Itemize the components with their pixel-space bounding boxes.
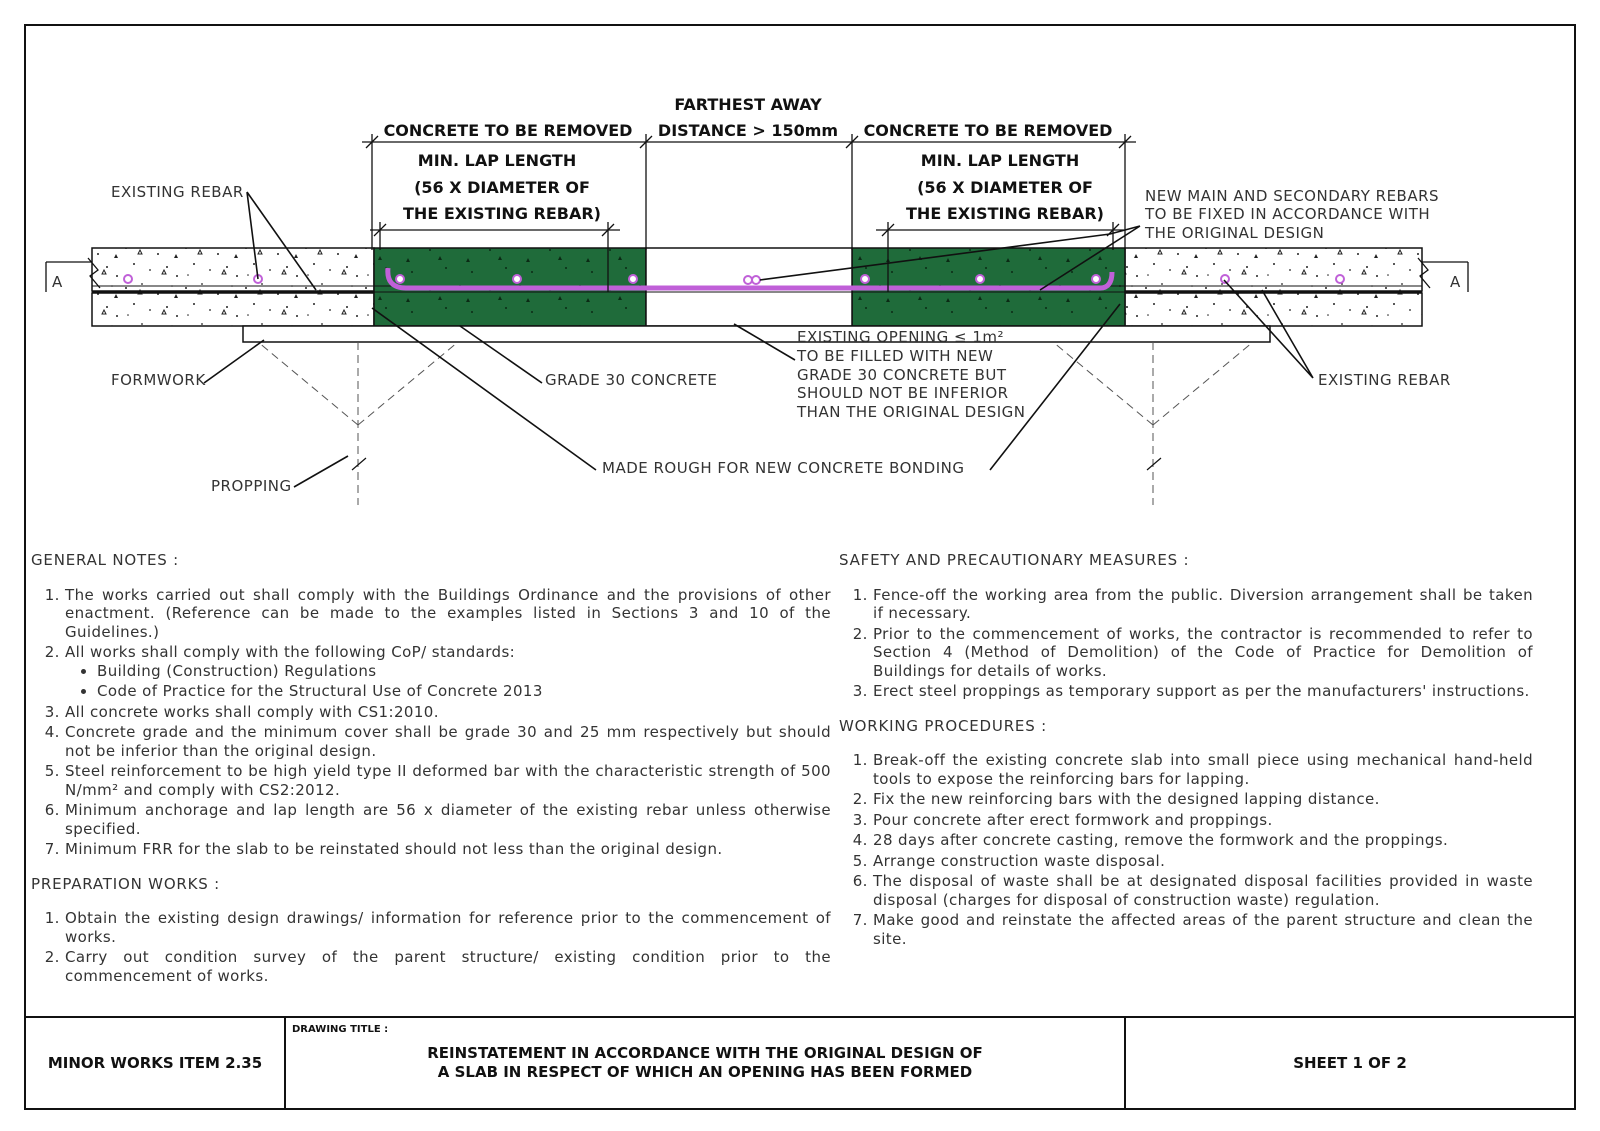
label-farthest-line1: FARTHEST AWAY [674,95,822,114]
label-lap-left-2: (56 X DIAMETER OF [414,178,590,197]
label-new-rebars-2: TO BE FIXED IN ACCORDANCE WITH [1144,205,1430,223]
existing-slab-left-bottom [91,292,375,327]
label-farthest-line2: DISTANCE > 150mm [658,121,838,140]
drawing-title-cell: DRAWING TITLE : REINSTATEMENT IN ACCORDA… [286,1018,1126,1108]
label-opening-3: GRADE 30 CONCRETE BUT [797,366,1007,384]
label-new-rebars-1: NEW MAIN AND SECONDARY REBARS [1145,187,1439,205]
leader-lines [203,191,1314,488]
procedure-item-3: Pour concrete after erect formwork and p… [873,811,1533,830]
procedure-item-7: Make good and reinstate the affected are… [873,911,1533,948]
procedure-item-4: 28 days after concrete casting, remove t… [873,831,1533,850]
drawing-title-line2: A SLAB IN RESPECT OF WHICH AN OPENING HA… [437,1063,973,1081]
general-note-2: All works shall comply with the followin… [65,643,831,701]
label-opening-5: THAN THE ORIGINAL DESIGN [796,403,1026,421]
preparation-works-heading: PREPARATION WORKS : [31,874,221,893]
sheet-number-cell: SHEET 1 OF 2 [1126,1018,1574,1108]
safety-item-1: Fence-off the working area from the publ… [873,586,1533,623]
formwork [242,325,1271,343]
label-opening-4: SHOULD NOT BE INFERIOR [797,384,1009,402]
general-note-5: Steel reinforcement to be high yield typ… [65,762,831,799]
label-lap-left-1: MIN. LAP LENGTH [418,151,576,170]
general-note-4: Concrete grade and the minimum cover sha… [65,723,831,760]
sheet-number: SHEET 1 OF 2 [1293,1054,1407,1072]
label-concrete-removed-right: CONCRETE TO BE REMOVED [864,121,1113,140]
label-lap-right-1: MIN. LAP LENGTH [921,151,1079,170]
label-concrete-removed-left: CONCRETE TO BE REMOVED [384,121,633,140]
minor-works-item-cell: MINOR WORKS ITEM 2.35 [26,1018,286,1108]
general-note-7: Minimum FRR for the slab to be reinstate… [65,840,831,859]
title-block: MINOR WORKS ITEM 2.35 DRAWING TITLE : RE… [24,1016,1576,1110]
section-marker-a-left: A [52,273,63,291]
label-opening-2: TO BE FILLED WITH NEW [796,347,993,365]
standard-item: Building (Construction) Regulations [97,662,831,681]
label-existing-rebar-right: EXISTING REBAR [1318,371,1451,389]
minor-works-item: MINOR WORKS ITEM 2.35 [47,1054,263,1072]
drawing-title-line1: REINSTATEMENT IN ACCORDANCE WITH THE ORI… [427,1044,983,1062]
slab-section-diagram: A A [45,95,1469,505]
rebar-dots [123,274,1345,285]
new-rebar [385,267,1115,291]
safety-heading: SAFETY AND PRECAUTIONARY MEASURES : [839,551,1190,569]
general-notes-heading: GENERAL NOTES : [31,551,180,569]
safety-item-3: Erect steel proppings as temporary suppo… [873,682,1533,701]
label-made-rough: MADE ROUGH FOR NEW CONCRETE BONDING [602,459,964,477]
label-existing-rebar-left: EXISTING REBAR [111,183,244,201]
preparation-works-list: Obtain the existing design drawings/ inf… [31,909,831,985]
notes-left-column: GENERAL NOTES : The works carried out sh… [31,551,831,1001]
notes-right-column: SAFETY AND PRECAUTIONARY MEASURES : Fenc… [839,551,1533,964]
general-note-1: The works carried out shall comply with … [65,586,831,642]
working-procedures-list: Break-off the existing concrete slab int… [839,751,1533,948]
general-notes-list: The works carried out shall comply with … [31,586,831,859]
preparation-item-1: Obtain the existing design drawings/ inf… [65,909,831,946]
procedure-item-5: Arrange construction waste disposal. [873,852,1533,871]
propping-lines [257,341,1254,505]
preparation-item-2: Carry out condition survey of the parent… [65,948,831,985]
existing-slab-left-top [91,247,375,292]
drawing-title-label: DRAWING TITLE : [292,1024,389,1035]
working-procedures-heading: WORKING PROCEDURES : [839,716,1047,735]
label-new-rebars-3: THE ORIGINAL DESIGN [1144,224,1324,242]
procedure-item-1: Break-off the existing concrete slab int… [873,751,1533,788]
existing-slab-right-top [1124,247,1423,292]
procedure-item-6: The disposal of waste shall be at design… [873,872,1533,909]
safety-list: Fence-off the working area from the publ… [839,586,1533,701]
standards-list: Building (Construction) Regulations Code… [65,662,831,701]
procedure-item-2: Fix the new reinforcing bars with the de… [873,790,1533,809]
label-lap-left-3: THE EXISTING REBAR) [403,204,601,223]
general-note-2-text: All works shall comply with the followin… [65,643,516,661]
existing-slab-right-bottom [1124,292,1423,327]
safety-item-2: Prior to the commencement of works, the … [873,625,1533,681]
general-note-3: All concrete works shall comply with CS1… [65,703,831,722]
label-propping: PROPPING [211,477,292,495]
standard-item: Code of Practice for the Structural Use … [97,682,831,701]
label-lap-right-2: (56 X DIAMETER OF [917,178,1093,197]
label-opening-1: EXISTING OPENING ≤ 1m² [797,328,1004,346]
label-lap-right-3: THE EXISTING REBAR) [906,204,1104,223]
section-marker-a-right: A [1450,273,1461,291]
general-note-6: Minimum anchorage and lap length are 56 … [65,801,831,838]
label-formwork: FORMWORK [111,371,206,389]
label-grade30: GRADE 30 CONCRETE [545,371,717,389]
